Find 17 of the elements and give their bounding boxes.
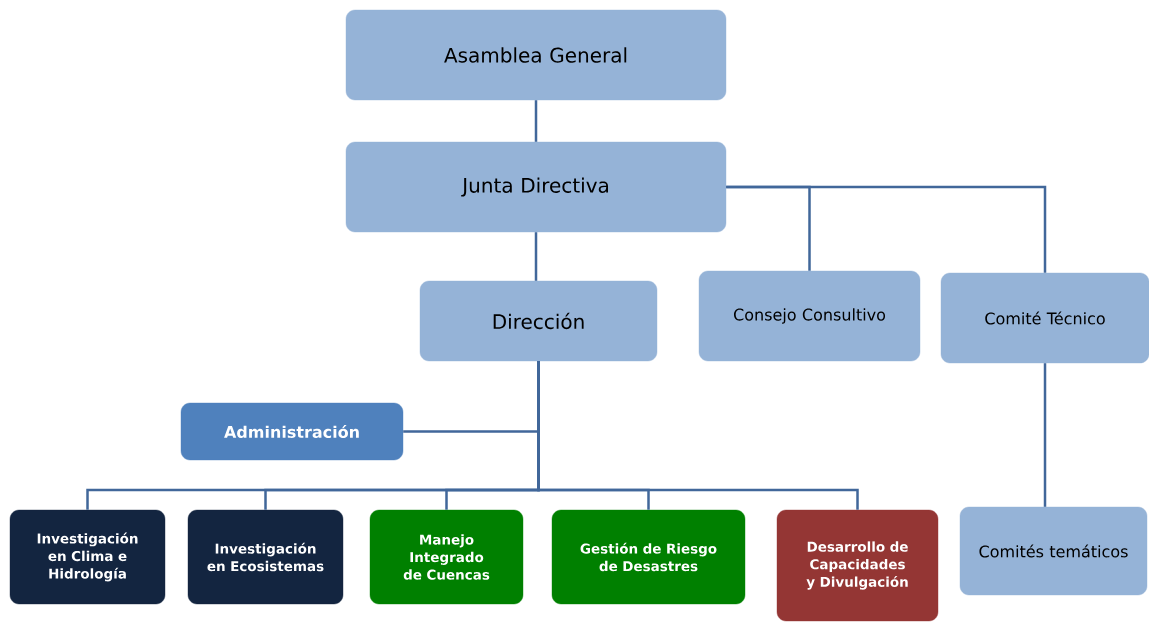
connector-line bbox=[1043, 363, 1047, 507]
org-box: Comité Técnico bbox=[940, 272, 1149, 364]
org-box: Comités temáticos bbox=[959, 506, 1148, 596]
org-box: Investigación en Clima e Hidrología bbox=[9, 509, 166, 605]
org-box: Junta Directiva bbox=[345, 141, 727, 233]
org-box: Asamblea General bbox=[345, 9, 727, 101]
org-box: Dirección bbox=[419, 280, 658, 362]
connector-line bbox=[537, 361, 859, 510]
org-box: Gestión de Riesgo de Desastres bbox=[551, 509, 746, 605]
org-box: Administración bbox=[180, 402, 404, 461]
org-box: Investigación en Ecosistemas bbox=[187, 509, 344, 605]
org-box: Consejo Consultivo bbox=[698, 270, 921, 362]
connector-line bbox=[534, 232, 538, 281]
org-box: Manejo Integrado de Cuencas bbox=[369, 509, 524, 605]
org-box: Desarrollo de Capacidades y Divulgación bbox=[776, 509, 939, 622]
connector-line bbox=[726, 185, 1047, 273]
connector-line bbox=[534, 100, 538, 142]
